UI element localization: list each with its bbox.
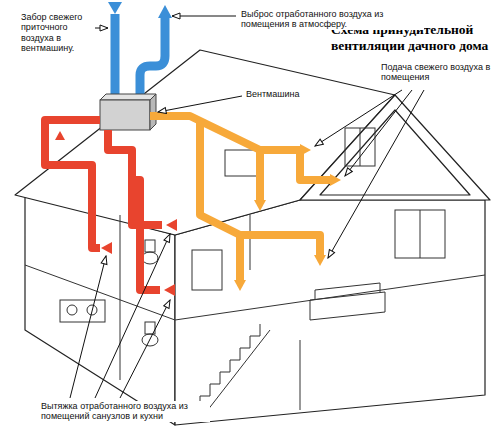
blue-arrow [158, 5, 172, 18]
orange-arrow [300, 144, 311, 156]
red-arrow [101, 242, 112, 254]
red-arrow [55, 131, 65, 140]
red-duct [45, 120, 100, 248]
kitchen-stove [60, 300, 105, 322]
column [300, 340, 301, 410]
vent-machine-front [100, 100, 150, 130]
partition [120, 215, 121, 380]
orange-duct [200, 122, 320, 255]
window [420, 210, 421, 258]
red-arrow [166, 219, 177, 231]
red-arrow [164, 284, 175, 296]
orange-arrow [314, 255, 326, 266]
toilet-tank [145, 240, 155, 252]
orange-duct [236, 235, 244, 280]
callout-label: Выброс отработанного воздуха из помещени… [240, 9, 424, 30]
sofa [310, 283, 385, 320]
gable-face [320, 110, 470, 195]
exhaust-pipe [140, 18, 165, 100]
orange-arrow [234, 280, 246, 291]
window [360, 128, 361, 166]
leader-line [70, 256, 106, 398]
door [192, 250, 222, 290]
leader-line [95, 234, 170, 398]
blue-pipes [115, 14, 165, 100]
leader-line [172, 16, 236, 17]
front-wall [175, 200, 485, 425]
roof-left [15, 50, 395, 235]
house-outline [15, 50, 490, 425]
stove-burner [67, 305, 77, 315]
orange-arrow [330, 174, 341, 186]
callout-label: Вытяжка отработанного воздуха из помещен… [40, 401, 210, 422]
leader-line [345, 90, 412, 176]
toilet [142, 252, 158, 264]
intake-pipe [111, 14, 120, 100]
vent-machine-top [100, 94, 156, 100]
window [395, 210, 445, 258]
supply-ducts [150, 116, 330, 280]
callout-label: Забор свежего приточного воздуха в вентм… [20, 12, 94, 53]
roof-gable [300, 95, 490, 200]
orange-duct [150, 116, 300, 150]
callout-label: Подача свежего воздуха в помещения [380, 62, 496, 83]
callout-label: Вентмашина [245, 89, 319, 99]
orange-arrow [254, 200, 266, 211]
window [345, 128, 375, 166]
partition [250, 215, 251, 270]
stair-rail [200, 330, 270, 420]
blue-arrow [108, 2, 122, 14]
leader-line [328, 90, 424, 258]
leader-line [95, 28, 108, 29]
red-duct [132, 180, 160, 290]
leader-lines [70, 16, 424, 398]
orange-duct [256, 150, 264, 200]
orange-duct [300, 150, 330, 180]
leader-line [120, 300, 170, 398]
leader-line [315, 90, 402, 146]
leader-line [158, 96, 242, 112]
vent-machine [100, 94, 156, 130]
